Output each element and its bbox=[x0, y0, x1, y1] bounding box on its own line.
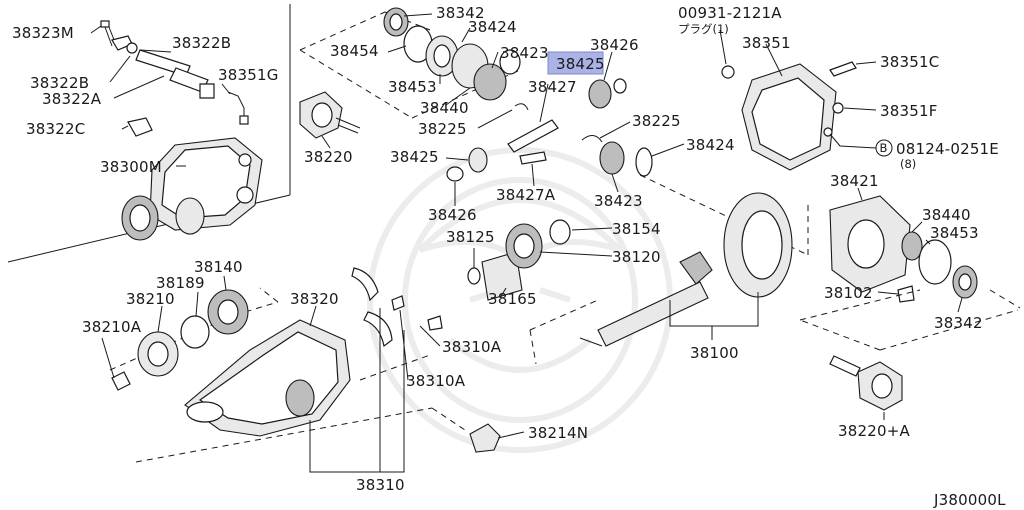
label-plug-qty: プラグ(1) bbox=[678, 22, 729, 36]
label-38225-left[interactable]: 38225 bbox=[418, 120, 467, 138]
housing-38300M bbox=[121, 137, 263, 241]
label-38423-top[interactable]: 38423 bbox=[500, 44, 549, 62]
ring-gear-38100 bbox=[579, 192, 793, 347]
label-38427[interactable]: 38427 bbox=[528, 78, 577, 96]
plug-38351F bbox=[832, 102, 844, 114]
seal-38189 bbox=[180, 315, 210, 349]
clip-38225 bbox=[514, 103, 529, 111]
label-38220[interactable]: 38220 bbox=[304, 148, 353, 166]
label-38310A-upper[interactable]: 38310A bbox=[442, 338, 502, 356]
clip-38225-b bbox=[581, 135, 603, 143]
label-00931-2121A[interactable]: 00931-2121A bbox=[678, 4, 782, 22]
label-38351G[interactable]: 38351G bbox=[218, 66, 279, 84]
nut-38322A bbox=[199, 83, 215, 99]
label-38100[interactable]: 38100 bbox=[690, 344, 739, 362]
nut-38210A bbox=[111, 371, 131, 391]
bracket-38214N bbox=[469, 423, 501, 453]
label-38351F[interactable]: 38351F bbox=[880, 102, 938, 120]
label-38440-right[interactable]: 38440 bbox=[922, 206, 971, 224]
pin-38427A bbox=[519, 151, 547, 165]
label-38454[interactable]: 38454 bbox=[330, 42, 379, 60]
label-38214N[interactable]: 38214N bbox=[528, 424, 588, 442]
label-38423-mid[interactable]: 38423 bbox=[594, 192, 643, 210]
clip-38322C bbox=[127, 117, 153, 137]
label-38322B-lower[interactable]: 38322B bbox=[30, 74, 89, 92]
label-38342-right[interactable]: 38342 bbox=[934, 314, 983, 332]
label-38322C[interactable]: 38322C bbox=[26, 120, 85, 138]
shim-38154 bbox=[549, 219, 571, 245]
upper-parts bbox=[299, 7, 653, 182]
label-38425-highlighted[interactable]: 38425 bbox=[556, 55, 605, 73]
label-38322B-upper[interactable]: 38322B bbox=[172, 34, 231, 52]
breather-38351G bbox=[227, 91, 245, 120]
cap-38310A bbox=[351, 267, 443, 348]
inset-parts bbox=[100, 20, 263, 241]
bolt-type-circle bbox=[875, 139, 893, 157]
label-38210A[interactable]: 38210A bbox=[82, 318, 142, 336]
highlight-box bbox=[547, 51, 604, 75]
label-38120[interactable]: 38120 bbox=[612, 248, 661, 266]
label-38453-top[interactable]: 38453 bbox=[388, 78, 437, 96]
label-38225-right[interactable]: 38225 bbox=[632, 112, 681, 130]
label-08124-0251E[interactable]: 08124-0251E bbox=[896, 140, 999, 158]
label-38220-plus-A[interactable]: 38220+A bbox=[838, 422, 910, 440]
plug-00931 bbox=[721, 65, 735, 79]
diagram-id: J380000L bbox=[933, 491, 1006, 509]
label-38426-top[interactable]: 38426 bbox=[590, 36, 639, 54]
label-38310[interactable]: 38310 bbox=[356, 476, 405, 494]
bolt-38102 bbox=[897, 285, 915, 303]
washer-38125 bbox=[467, 267, 481, 285]
gear-38423-mid bbox=[599, 141, 625, 175]
washer-38424-mid bbox=[635, 147, 653, 177]
label-38300M[interactable]: 38300M bbox=[100, 158, 162, 176]
label-38320[interactable]: 38320 bbox=[290, 290, 339, 308]
label-38210[interactable]: 38210 bbox=[126, 290, 175, 308]
label-38351C[interactable]: 38351C bbox=[880, 53, 939, 71]
label-38322A[interactable]: 38322A bbox=[42, 90, 102, 108]
part-labels: 38323M 38322B 38322B 38322A 38351G 38322… bbox=[12, 4, 1006, 509]
diff-case-upper bbox=[451, 43, 521, 101]
right-diff-group bbox=[829, 195, 978, 303]
label-38440-top[interactable]: 38440 bbox=[420, 99, 469, 117]
gear-38426 bbox=[588, 79, 612, 109]
label-38323M[interactable]: 38323M bbox=[12, 24, 74, 42]
washer-38426-mid bbox=[446, 166, 464, 182]
label-38453-right[interactable]: 38453 bbox=[930, 224, 979, 242]
label-38310A-lower[interactable]: 38310A bbox=[406, 372, 466, 390]
label-38140[interactable]: 38140 bbox=[194, 258, 243, 276]
label-38165[interactable]: 38165 bbox=[488, 290, 537, 308]
bearing-stack bbox=[467, 219, 571, 301]
label-bolt-type-B: B bbox=[880, 141, 888, 155]
label-38426-mid[interactable]: 38426 bbox=[428, 206, 477, 224]
spacer-38165 bbox=[481, 251, 523, 301]
label-38189[interactable]: 38189 bbox=[156, 274, 205, 292]
label-38424-top[interactable]: 38424 bbox=[468, 18, 517, 36]
label-08124-qty: (8) bbox=[900, 157, 916, 171]
label-38421[interactable]: 38421 bbox=[830, 172, 879, 190]
pinion-dashed bbox=[529, 299, 599, 365]
stud-38351C bbox=[829, 61, 857, 77]
label-38425-mid[interactable]: 38425 bbox=[390, 148, 439, 166]
label-38125[interactable]: 38125 bbox=[446, 228, 495, 246]
label-38154[interactable]: 38154 bbox=[612, 220, 661, 238]
lower-left-parts bbox=[111, 289, 249, 391]
flange-38220A bbox=[829, 355, 903, 411]
label-38342-top[interactable]: 38342 bbox=[436, 4, 485, 22]
gear-38425-mid bbox=[468, 147, 488, 173]
leader-lines bbox=[90, 13, 963, 473]
label-38424-mid[interactable]: 38424 bbox=[686, 136, 735, 154]
label-38427A[interactable]: 38427A bbox=[496, 186, 556, 204]
lower-dashed bbox=[135, 354, 469, 463]
label-38102[interactable]: 38102 bbox=[824, 284, 873, 302]
carrier-38320 bbox=[184, 319, 351, 437]
label-38351[interactable]: 38351 bbox=[742, 34, 791, 52]
rear-cover-group bbox=[721, 61, 857, 171]
washer-38322B bbox=[126, 42, 138, 54]
washer-38426 bbox=[613, 78, 627, 94]
flange-38220 bbox=[299, 91, 361, 139]
ring-38453-right bbox=[918, 239, 952, 285]
shaft-38427 bbox=[507, 119, 559, 153]
